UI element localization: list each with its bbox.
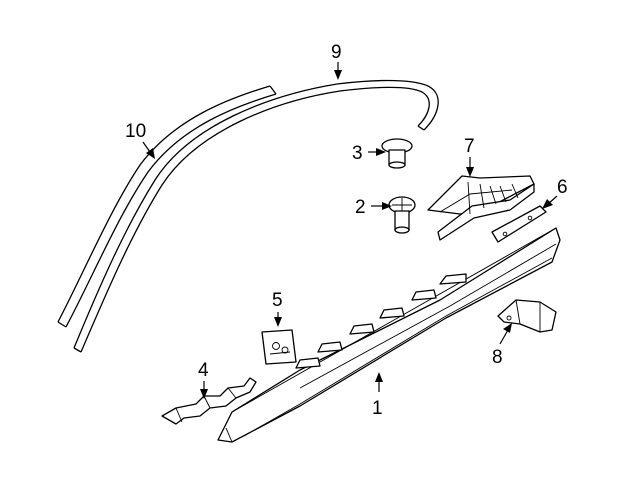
end-cap <box>427 175 535 241</box>
support-bracket <box>161 377 257 425</box>
push-clip <box>388 196 416 234</box>
callout-2: 2 <box>355 197 392 218</box>
callout-4: 4 <box>198 360 209 399</box>
callout-6-label: 6 <box>557 177 568 198</box>
callout-3-label: 3 <box>352 143 363 164</box>
callout-2-label: 2 <box>355 197 366 218</box>
callout-5: 5 <box>272 290 283 327</box>
arch-molding <box>336 79 439 131</box>
mount-bracket <box>497 299 557 333</box>
callout-9: 9 <box>331 42 342 80</box>
nut-clip <box>261 329 297 365</box>
callout-8: 8 <box>492 323 512 368</box>
callout-1-label: 1 <box>372 398 383 419</box>
callout-1: 1 <box>372 372 383 419</box>
retainer-clip <box>381 138 413 169</box>
callout-10: 10 <box>125 121 155 159</box>
callout-7-label: 7 <box>464 136 475 157</box>
callout-8-label: 8 <box>492 347 503 368</box>
rocker-molding <box>217 227 561 443</box>
end-bracket <box>491 205 547 243</box>
callout-3: 3 <box>352 143 386 164</box>
callout-7: 7 <box>464 136 475 177</box>
roof-molding <box>57 83 341 353</box>
callout-6: 6 <box>542 177 568 209</box>
callout-5-label: 5 <box>272 290 283 311</box>
callout-4-label: 4 <box>198 360 209 381</box>
callout-9-label: 9 <box>331 42 342 63</box>
callout-10-label: 10 <box>125 121 146 142</box>
